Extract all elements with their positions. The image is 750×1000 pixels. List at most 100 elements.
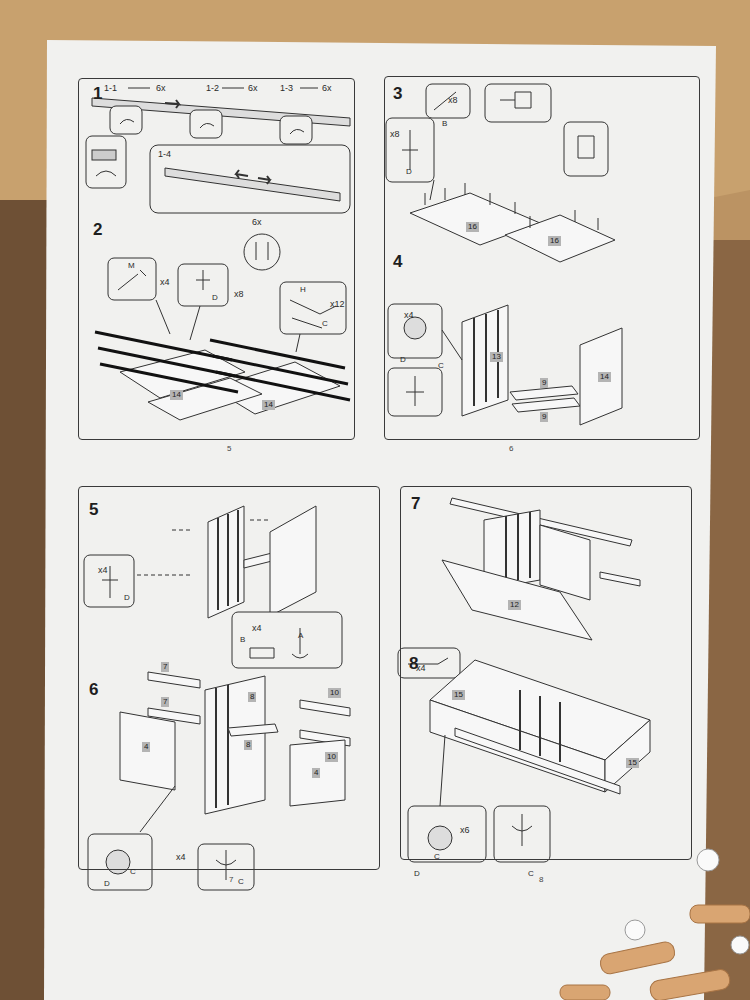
drawing-stroke xyxy=(120,119,304,134)
callout-label: B xyxy=(240,636,245,644)
callout-label: B xyxy=(442,120,447,128)
callout-label: A xyxy=(298,632,303,640)
part-number: 16 xyxy=(466,222,479,232)
callout-label: 6x xyxy=(322,84,332,93)
drawing-stroke xyxy=(156,300,170,334)
step-2-boards xyxy=(95,234,350,420)
part-number: 15 xyxy=(452,690,465,700)
drawing-stroke xyxy=(485,84,551,122)
drawing-stroke xyxy=(190,306,200,340)
drawing-stroke xyxy=(280,282,346,334)
drawing-stroke xyxy=(564,122,608,176)
drawing-stroke xyxy=(100,364,238,392)
callout-label: D xyxy=(400,356,406,364)
callout-label: D xyxy=(104,880,110,888)
drawing-stroke xyxy=(216,372,350,400)
drawing-stroke xyxy=(205,676,265,814)
drawing-stroke xyxy=(196,270,210,290)
callout-label: D xyxy=(414,870,420,878)
drawing-stroke xyxy=(649,968,731,1000)
callout-label: 1-2 xyxy=(206,84,219,93)
drawing-stroke xyxy=(106,850,130,874)
callout-label: 6x xyxy=(156,84,166,93)
drawing-stroke xyxy=(388,304,442,358)
drawing-stroke xyxy=(462,305,508,416)
callout-label: D xyxy=(212,294,218,302)
step-number: 4 xyxy=(393,253,402,270)
part-number: 7 xyxy=(161,662,169,672)
drawing-stroke xyxy=(426,84,470,118)
drawing-stroke xyxy=(731,936,749,954)
drawing-stroke xyxy=(402,130,418,170)
drawing-stroke xyxy=(388,368,442,416)
callout-label: x4 xyxy=(176,853,186,862)
step-number: 6 xyxy=(89,681,98,698)
drawing-stroke xyxy=(625,920,645,940)
drawing-stroke xyxy=(165,100,179,108)
part-number: 13 xyxy=(490,352,503,362)
page-number: 5 xyxy=(227,445,231,453)
drawing-stroke xyxy=(600,572,640,586)
callout-label: 6x xyxy=(248,84,258,93)
callout-label: x8 xyxy=(234,290,244,299)
drawing-stroke xyxy=(605,720,650,792)
part-number: 15 xyxy=(626,758,639,768)
drawing-stroke xyxy=(140,786,175,832)
page-number: 7 xyxy=(229,876,233,884)
drawing-stroke xyxy=(386,118,434,182)
callout-label: x8 xyxy=(390,130,400,139)
drawing-stroke xyxy=(236,170,270,184)
drawing-stroke xyxy=(300,700,350,716)
drawing-stroke xyxy=(84,555,134,607)
step-number: 5 xyxy=(89,501,98,518)
callout-label: D xyxy=(124,594,130,602)
callout-label: C xyxy=(434,853,440,861)
hardware-parts xyxy=(560,849,750,1000)
drawing-stroke xyxy=(198,844,254,890)
drawing-stroke xyxy=(442,560,592,640)
page-number: 8 xyxy=(539,876,543,884)
callout-label: C xyxy=(322,320,328,328)
drawing-stroke xyxy=(290,740,345,806)
step-number: 3 xyxy=(393,85,402,102)
drawing-stroke xyxy=(120,712,175,790)
drawing-stroke xyxy=(404,317,426,339)
step-number: 1 xyxy=(93,85,102,102)
callout-label: x4 xyxy=(160,278,170,287)
callout-label: x4 xyxy=(98,566,108,575)
drawing-stroke xyxy=(222,88,244,89)
drawing-stroke xyxy=(256,242,268,260)
part-number: 9 xyxy=(540,412,548,422)
drawing-stroke xyxy=(560,985,610,1000)
drawing-stroke xyxy=(135,520,270,575)
part-number: 14 xyxy=(262,400,275,410)
part-number: 4 xyxy=(142,742,150,752)
drawing-stroke xyxy=(178,264,228,306)
drawing-stroke xyxy=(500,92,531,108)
drawing-stroke xyxy=(86,136,126,188)
part-number: 10 xyxy=(325,752,338,762)
drawing-stroke xyxy=(690,905,750,923)
drawing-stroke xyxy=(599,940,677,975)
part-number: 10 xyxy=(328,688,341,698)
drawing-stroke xyxy=(440,735,445,806)
callout-label: x12 xyxy=(330,300,345,309)
drawing-stroke xyxy=(88,834,152,890)
drawing-stroke xyxy=(408,806,486,862)
step-number: 2 xyxy=(93,221,102,238)
drawing-stroke xyxy=(398,648,460,678)
callout-label: x6 xyxy=(460,826,470,835)
drawing-stroke xyxy=(95,332,350,400)
drawing-stroke xyxy=(213,356,348,384)
drawing-stroke xyxy=(228,724,278,736)
part-number: 4 xyxy=(312,768,320,778)
step-8-box xyxy=(408,660,650,862)
step-panel: 56 xyxy=(78,486,380,870)
step-1-rails xyxy=(86,88,350,213)
step-panel: 78 xyxy=(400,486,692,860)
part-number: 7 xyxy=(161,697,169,707)
callout-label: 6x xyxy=(252,218,262,227)
callout-label: 1-3 xyxy=(280,84,293,93)
callout-label: C xyxy=(130,868,136,876)
callout-label: C xyxy=(438,362,444,370)
